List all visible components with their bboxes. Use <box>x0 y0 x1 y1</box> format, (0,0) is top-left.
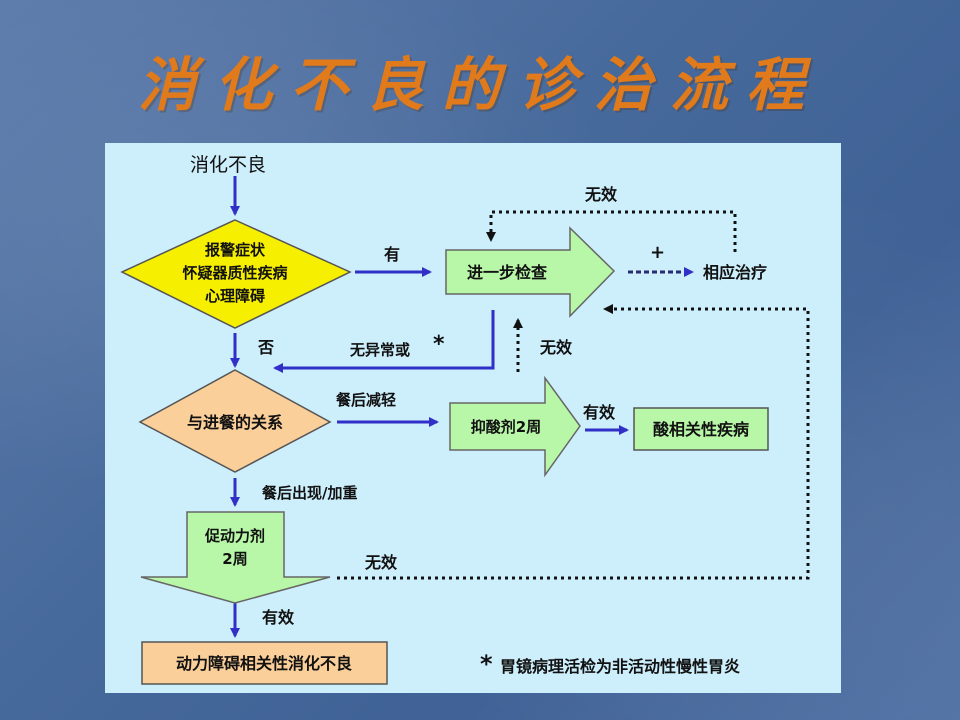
footnote-text: 胃镜病理活检为非活动性慢性胃炎 <box>500 657 740 676</box>
prokinetic-label-line1: 促动力剂 <box>204 527 265 545</box>
label-ineffective-top: 无效 <box>584 185 617 204</box>
meal-relation-label: 与进餐的关系 <box>187 413 283 432</box>
start-node-label: 消化不良 <box>190 154 266 176</box>
label-ineffective-bottom: 无效 <box>364 553 397 572</box>
motility-dyspepsia-label: 动力障碍相关性消化不良 <box>176 654 352 673</box>
acid-suppressant-block-arrow <box>449 375 581 478</box>
label-after-meal-worse: 餐后出现/加重 <box>262 484 357 502</box>
label-after-meal-relief: 餐后减轻 <box>336 391 396 409</box>
label-effective-bottom: 有效 <box>262 608 294 627</box>
label-ineffective-mid: 无效 <box>539 338 572 357</box>
alarm-label-line1: 报警症状 <box>205 241 266 259</box>
further-exam-label: 进一步检查 <box>467 263 547 282</box>
label-no-abnormal: 无异常或 <box>349 341 410 359</box>
prokinetic-block-arrow <box>140 511 331 604</box>
dotted-prokinetic-back-to-exam <box>337 304 810 580</box>
acid-suppressant-label: 抑酸剂2周 <box>471 418 541 436</box>
label-plus: + <box>650 242 665 263</box>
acid-disease-box <box>633 407 769 451</box>
alarm-label-line2: 怀疑器质性疾病 <box>182 264 287 282</box>
treatment-label: 相应治疗 <box>703 263 767 282</box>
alarm-label-line3: 心理障碍 <box>205 287 265 305</box>
label-asterisk: * <box>433 332 445 357</box>
further-exam-block-arrow <box>445 226 616 318</box>
prokinetic-label-line2: 2周 <box>222 550 247 568</box>
label-yes: 有 <box>384 245 400 264</box>
alarm-symptoms-diamond <box>120 219 352 329</box>
acid-disease-label: 酸相关性疾病 <box>653 420 749 439</box>
dotted-treatment-back-to-exam <box>486 210 737 252</box>
footnote-mark: * <box>480 650 493 678</box>
label-effective-acid: 有效 <box>583 403 615 422</box>
meal-relation-diamond <box>138 369 332 473</box>
slide-title: 消化不良的诊治流程 <box>137 51 822 119</box>
label-no: 否 <box>257 338 274 357</box>
arrow-exam-return <box>273 310 495 373</box>
motility-dyspepsia-box <box>141 641 388 685</box>
